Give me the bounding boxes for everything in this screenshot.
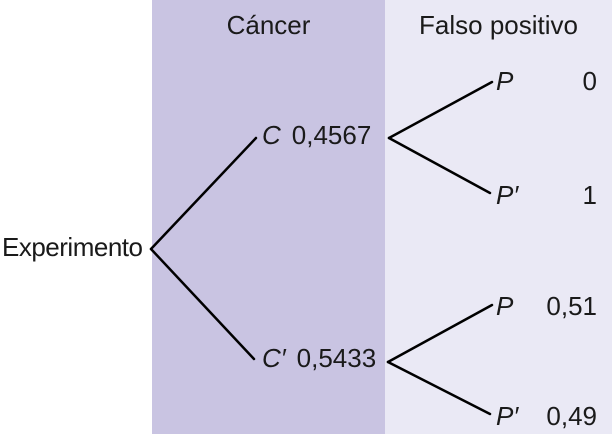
node-c-prime-label: C′ bbox=[262, 343, 286, 373]
leaf-p-prime-given-c: P′ 1 bbox=[496, 180, 597, 210]
node-c-prime-probability: 0,5433 bbox=[296, 343, 377, 373]
leaf-p-prime-given-c-prime-probability: 0,49 bbox=[546, 401, 597, 431]
leaf-p-prime-given-c-probability: 1 bbox=[582, 180, 597, 210]
leaf-p-given-c-prime: P 0,51 bbox=[496, 291, 597, 321]
leaf-p-given-c-prime-label: P bbox=[496, 291, 514, 321]
node-c-prime: C′ 0,5433 bbox=[262, 343, 376, 373]
root-label: Experimento bbox=[2, 232, 143, 262]
leaf-p-given-c: P 0 bbox=[496, 66, 597, 96]
leaf-p-prime-given-c-prime: P′ 0,49 bbox=[496, 401, 597, 431]
leaf-p-given-c-prime-probability: 0,51 bbox=[546, 291, 597, 321]
node-c-probability: 0,4567 bbox=[291, 120, 372, 150]
column-header-cancer: Cáncer bbox=[226, 10, 311, 40]
leaf-p-prime-given-c-prime-label: P′ bbox=[496, 401, 519, 431]
leaf-p-given-c-label: P bbox=[496, 66, 514, 96]
column-header-falso-positivo: Falso positivo bbox=[419, 10, 578, 40]
leaf-p-prime-given-c-label: P′ bbox=[496, 180, 519, 210]
leaf-p-given-c-probability: 0 bbox=[582, 66, 597, 96]
node-c: C 0,4567 bbox=[262, 120, 371, 150]
node-c-label: C bbox=[262, 120, 281, 150]
